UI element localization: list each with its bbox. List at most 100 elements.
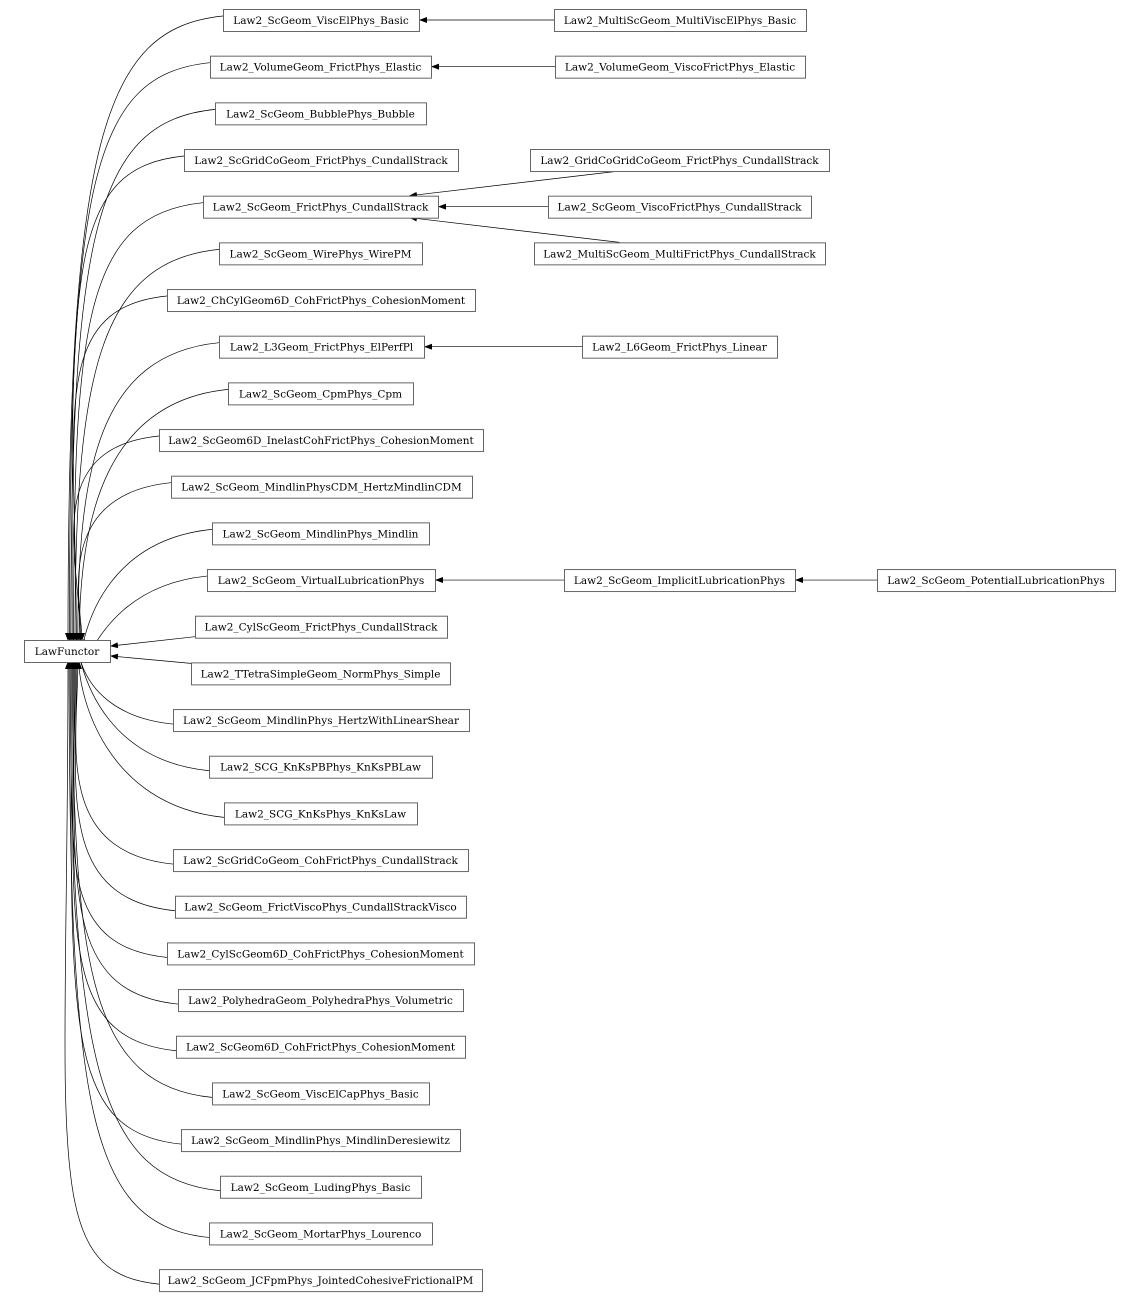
class-node[interactable]: Law2_ScGeom_MindlinPhysCDM_HertzMindlinC… <box>171 475 473 499</box>
derived-class-node[interactable]: Law2_MultiScGeom_MultiViscElPhys_Basic <box>554 9 807 32</box>
class-box <box>209 1222 433 1246</box>
class-box <box>159 429 484 453</box>
class-node[interactable]: Law2_TTetraSimpleGeom_NormPhys_Simple <box>191 662 451 686</box>
inheritance-edge <box>76 389 229 641</box>
class-node[interactable]: Law2_ScGeom6D_InelastCohFrictPhys_Cohesi… <box>159 429 484 453</box>
class-node[interactable]: Law2_ChCylGeom6D_CohFrictPhys_CohesionMo… <box>167 289 476 313</box>
derived-class-node[interactable]: Law2_ScGeom_ViscoFrictPhys_CundallStrack <box>548 195 812 219</box>
class-label: Law2_ScGeom6D_InelastCohFrictPhys_Cohesi… <box>168 435 474 447</box>
inheritance-edge <box>80 529 213 648</box>
class-node[interactable]: Law2_ScGeom_WirePhys_WirePM <box>219 242 423 266</box>
class-label: Law2_ScGeom_LudingPhys_Basic <box>231 1182 411 1194</box>
derived-class-node[interactable]: Law2_MultiScGeom_MultiFrictPhys_CundallS… <box>534 242 826 266</box>
class-node[interactable]: Law2_L3Geom_FrictPhys_ElPerfPl <box>219 335 425 359</box>
class-box <box>171 475 473 499</box>
derived-class-node[interactable]: Law2_GridCoGridCoGeom_FrictPhys_CundallS… <box>530 149 830 173</box>
class-label: Law2_ScGeom_MindlinPhys_Mindlin <box>223 528 419 540</box>
class-label: Law2_ScGeom_VirtualLubricationPhys <box>218 575 425 587</box>
inheritance-edge <box>65 15 224 641</box>
class-node[interactable]: Law2_ScGeom_LudingPhys_Basic <box>220 1175 422 1199</box>
class-label: Law2_PolyhedraGeom_PolyhedraPhys_Volumet… <box>188 995 453 1007</box>
class-node[interactable]: Law2_ScGeom_JCFpmPhys_JointedCohesiveFri… <box>159 1269 483 1293</box>
inheritance-edge <box>70 202 204 641</box>
class-label: LawFunctor <box>35 646 100 658</box>
class-box <box>167 942 475 966</box>
class-label: Law2_MultiScGeom_MultiFrictPhys_CundallS… <box>543 248 816 260</box>
class-node[interactable]: Law2_PolyhedraGeom_PolyhedraPhys_Volumet… <box>178 989 464 1013</box>
class-box <box>178 989 464 1013</box>
class-label: Law2_ScGeom_ViscoFrictPhys_CundallStrack <box>557 202 802 214</box>
class-node[interactable]: Law2_ScGeom_MortarPhys_Lourenco <box>209 1222 433 1246</box>
class-box <box>184 149 459 173</box>
class-node[interactable]: Law2_CylScGeom_FrictPhys_CundallStrack <box>195 615 448 639</box>
class-node[interactable]: Law2_ScGeom_VirtualLubricationPhys <box>207 569 436 593</box>
class-box <box>220 1175 422 1199</box>
class-box <box>212 1082 430 1106</box>
class-box <box>223 9 420 32</box>
class-node[interactable]: Law2_VolumeGeom_FrictPhys_Elastic <box>210 55 432 79</box>
class-node[interactable]: Law2_ScGridCoGeom_FrictPhys_CundallStrac… <box>184 149 459 173</box>
class-label: Law2_ScGeom_BubblePhys_Bubble <box>226 108 415 120</box>
class-node[interactable]: Law2_ScGeom_FrictViscoPhys_CundallStrack… <box>175 895 467 919</box>
inheritance-edge <box>110 653 192 664</box>
class-node[interactable]: Law2_ScGeom_MindlinPhys_MindlinDeresiewi… <box>181 1129 461 1153</box>
class-box <box>181 1129 461 1153</box>
class-node[interactable]: Law2_ScGridCoGeom_CohFrictPhys_CundallSt… <box>173 849 469 873</box>
class-box <box>175 895 467 919</box>
inheritance-edge <box>67 661 221 1192</box>
class-label: Law2_MultiScGeom_MultiViscElPhys_Basic <box>564 15 796 27</box>
class-node[interactable]: Law2_ScGeom_BubblePhys_Bubble <box>215 102 427 126</box>
root-class-node[interactable]: LawFunctor <box>24 640 111 663</box>
class-box <box>209 755 433 779</box>
class-box <box>564 569 796 593</box>
class-box <box>530 149 830 173</box>
derived-class-node[interactable]: Law2_ScGeom_ImplicitLubricationPhys <box>564 569 796 593</box>
class-node[interactable]: Law2_ScGeom_FrictPhys_CundallStrack <box>203 195 439 219</box>
derived-class-node[interactable]: Law2_L6Geom_FrictPhys_Linear <box>582 335 778 359</box>
class-node[interactable]: Law2_SCG_KnKsPhys_KnKsLaw <box>224 802 418 826</box>
class-label: Law2_ScGeom_JCFpmPhys_JointedCohesiveFri… <box>168 1275 474 1287</box>
class-box <box>877 569 1116 593</box>
class-label: Law2_GridCoGridCoGeom_FrictPhys_CundallS… <box>540 155 819 167</box>
inheritance-edge <box>78 482 172 641</box>
class-node[interactable]: Law2_ScGeom_MindlinPhys_HertzWithLinearS… <box>173 709 470 733</box>
class-box <box>219 242 423 266</box>
class-box <box>173 709 470 733</box>
derived-class-node[interactable]: Law2_VolumeGeom_ViscoFrictPhys_Elastic <box>555 55 806 79</box>
inheritance-edge <box>72 295 168 641</box>
class-label: Law2_ScGeom_FrictPhys_CundallStrack <box>213 202 429 214</box>
class-box <box>195 615 448 639</box>
class-node[interactable]: Law2_CylScGeom6D_CohFrictPhys_CohesionMo… <box>167 942 475 966</box>
class-box <box>555 55 806 79</box>
class-box <box>167 289 476 313</box>
class-node[interactable]: Law2_ScGeom_CpmPhys_Cpm <box>228 382 414 406</box>
class-box <box>191 662 451 686</box>
class-label: Law2_TTetraSimpleGeom_NormPhys_Simple <box>201 668 441 680</box>
class-node[interactable]: Law2_SCG_KnKsPBPhys_KnKsPBLaw <box>209 755 433 779</box>
inheritance-edge <box>74 661 174 865</box>
class-label: Law2_L3Geom_FrictPhys_ElPerfPl <box>230 342 414 354</box>
derived-class-node[interactable]: Law2_ScGeom_PotentialLubricationPhys <box>877 569 1116 593</box>
inheritance-edge <box>74 342 220 641</box>
class-label: Law2_SCG_KnKsPhys_KnKsLaw <box>235 808 406 820</box>
class-box <box>219 335 425 359</box>
inheritance-edge <box>73 435 160 641</box>
inheritance-edge <box>69 155 185 641</box>
class-label: Law2_VolumeGeom_ViscoFrictPhys_Elastic <box>565 62 795 74</box>
class-node[interactable]: Law2_ScGeom_ViscElCapPhys_Basic <box>212 1082 430 1106</box>
class-box <box>207 569 436 593</box>
inheritance-edge <box>67 108 216 641</box>
class-label: Law2_L6Geom_FrictPhys_Linear <box>592 342 768 354</box>
class-label: Law2_ScGeom6D_CohFrictPhys_CohesionMomen… <box>186 1042 456 1054</box>
class-box <box>212 522 430 546</box>
class-node[interactable]: Law2_ScGeom_ViscElPhys_Basic <box>223 9 420 32</box>
class-node[interactable]: Law2_ScGeom6D_CohFrictPhys_CohesionMomen… <box>176 1035 466 1059</box>
inheritance-edge <box>64 661 160 1285</box>
class-label: Law2_CylScGeom6D_CohFrictPhys_CohesionMo… <box>177 948 464 960</box>
inheritance-edge <box>110 636 196 649</box>
class-node[interactable]: Law2_ScGeom_MindlinPhys_Mindlin <box>212 522 430 546</box>
class-box <box>554 9 807 32</box>
class-box <box>203 195 439 219</box>
class-box <box>534 242 826 266</box>
